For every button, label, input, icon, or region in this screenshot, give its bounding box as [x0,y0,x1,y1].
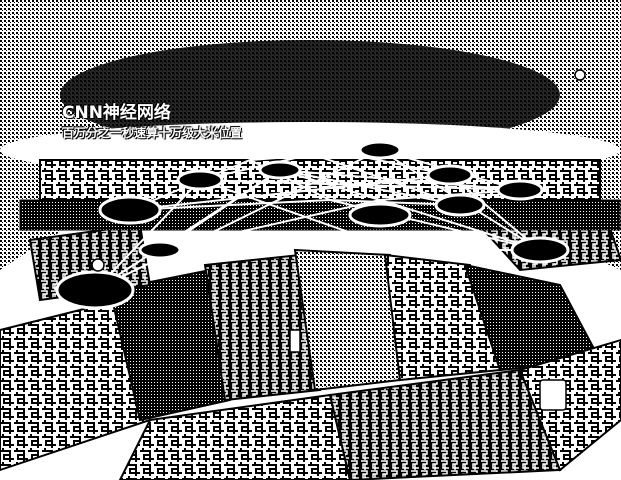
node [260,162,300,178]
video-caption: CNN神经网络 百万分之一秒速算十万级大米位置 [62,103,242,141]
node [428,166,472,184]
node [57,272,133,308]
caption-title: CNN神经网络 [62,103,242,123]
node [100,197,160,223]
node [178,171,222,189]
caption-subtitle: 百万分之一秒速算十万级大米位置 [62,125,242,141]
node [140,242,180,258]
node [498,181,542,199]
node [360,142,400,158]
node [512,238,568,262]
node [436,195,484,215]
node [350,204,410,226]
